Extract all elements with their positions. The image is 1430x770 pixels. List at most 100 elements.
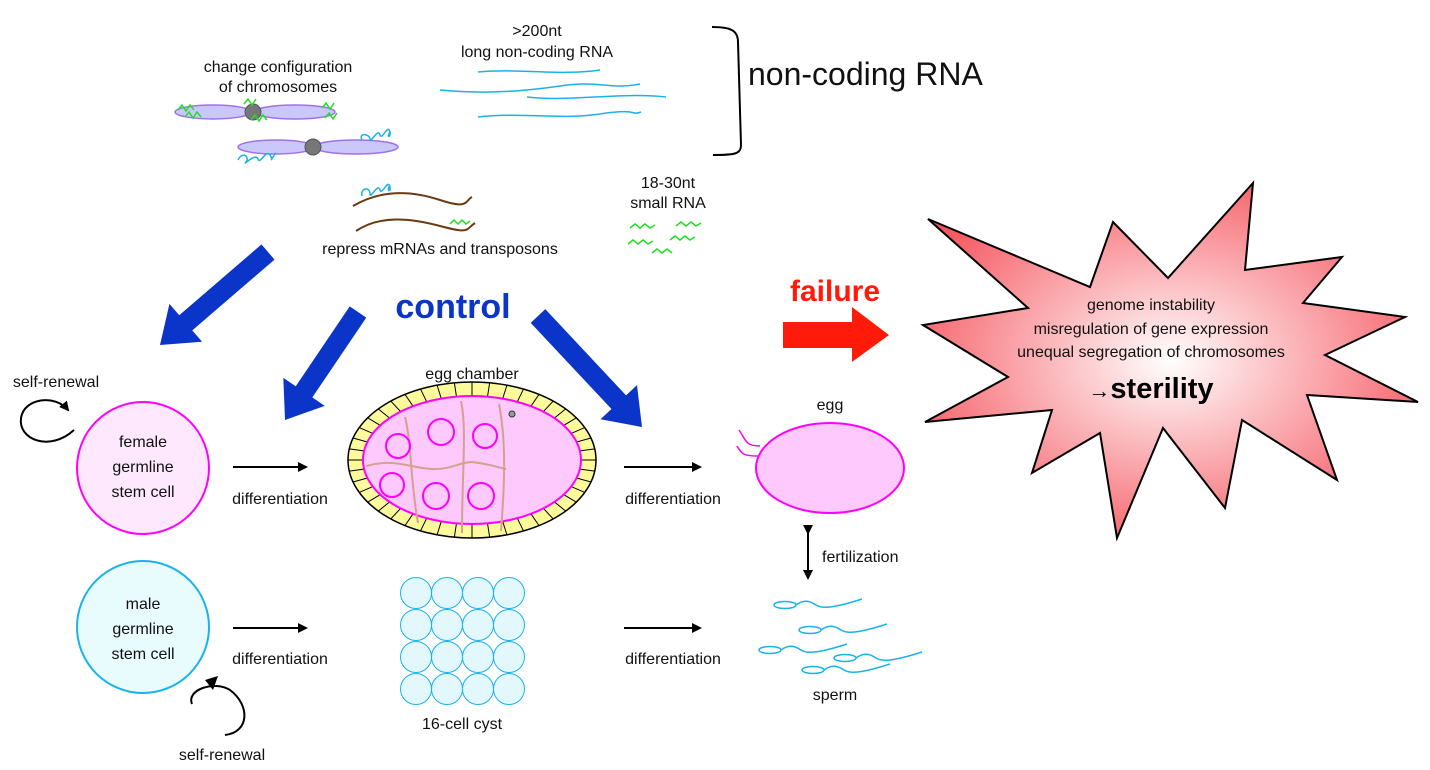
chromosome-config-label-1: change configuration <box>204 59 353 76</box>
self-renewal-arrow-female <box>19 399 75 443</box>
differentiation-label-2: differentiation <box>625 491 721 508</box>
follicle-cell-border <box>554 501 567 512</box>
self-renewal-label-female: self-renewal <box>13 374 99 391</box>
follicle-cell-border <box>349 468 365 472</box>
self-renewal-label-male: self-renewal <box>179 747 265 764</box>
egg-chamber-label: egg chamber <box>425 366 519 383</box>
follicle-cell-border <box>502 521 508 535</box>
sperm-head <box>758 645 782 655</box>
cyst-cell <box>431 673 463 705</box>
chromosome-1 <box>174 97 338 123</box>
sixteen-cell-cyst <box>400 577 525 705</box>
follicle-cell-border <box>516 517 524 532</box>
noncoding-rna-label: non-coding RNA <box>748 56 983 92</box>
cyst-cell <box>462 577 494 609</box>
male-gsc-label-1: male <box>126 596 161 613</box>
follicle-cell-border <box>404 394 414 407</box>
cyst-cell <box>462 641 494 673</box>
egg <box>755 422 905 514</box>
consequence-3: unequal segregation of chromosomes <box>1017 344 1285 361</box>
follicle-cell-border <box>420 388 428 403</box>
egg-label: egg <box>817 397 844 414</box>
follicle-cell-border <box>436 385 442 399</box>
bracket <box>711 26 743 156</box>
male-gsc-label-3: stem cell <box>111 646 174 663</box>
follicle-cell-border <box>359 486 374 493</box>
self-renewal-arrowhead-male <box>205 676 218 690</box>
sperm-head <box>833 653 857 663</box>
failure-label: failure <box>790 275 880 308</box>
follicle-cell-border <box>352 437 368 443</box>
follicle-cell-border <box>543 508 554 520</box>
cyst-cell <box>431 641 463 673</box>
cyst-cell <box>493 609 525 641</box>
follicle-cell-border <box>404 513 414 526</box>
cyst-cell <box>400 641 432 673</box>
failure-arrow <box>783 307 889 362</box>
egg-chamber <box>347 381 597 539</box>
female-gsc-label-1: female <box>119 434 167 451</box>
follicle-cell-border <box>563 494 577 503</box>
sperm-tail <box>780 643 848 653</box>
follicle-cell-border <box>543 400 554 412</box>
control-arrow <box>530 309 642 427</box>
chromosome-2 <box>237 128 399 164</box>
follicle-cell-border <box>554 408 567 419</box>
control-arrow <box>283 306 367 420</box>
cyst-cell <box>431 577 463 609</box>
cyst-cell <box>462 609 494 641</box>
follicle-cell-border <box>502 385 508 399</box>
follicle-cell-border <box>367 494 381 503</box>
control-arrows <box>160 244 642 427</box>
cyst-cell <box>462 673 494 705</box>
self-renewal-arrow-male <box>190 685 246 736</box>
follicle-cell-border <box>453 523 457 538</box>
follicle-cell-border <box>487 523 491 538</box>
sperm-label: sperm <box>813 687 857 704</box>
follicle-cell-border <box>377 408 390 419</box>
fertilization-label: fertilization <box>822 549 898 566</box>
differentiation-label-1: differentiation <box>232 491 328 508</box>
small-rna-size-label: 18-30nt <box>641 175 696 192</box>
lncrna-label: long non-coding RNA <box>461 44 613 61</box>
follicle-cell-border <box>453 382 457 397</box>
cyst-cell <box>400 577 432 609</box>
follicle-cell-border <box>367 417 381 426</box>
sperm-tail <box>823 663 891 673</box>
small-rna-label: small RNA <box>630 195 706 212</box>
sterility-line: →sterility <box>1088 373 1213 405</box>
follicle-cell-border <box>390 508 401 520</box>
follicle-cell-border <box>436 521 442 535</box>
sperm-head <box>773 600 797 610</box>
follicle-cell-border <box>563 417 577 426</box>
follicle-cell-border <box>579 468 595 472</box>
egg-appendages <box>736 429 761 457</box>
follicle-cell-border <box>420 517 428 532</box>
sperm-tail <box>795 598 863 608</box>
differentiation-label-4: differentiation <box>625 651 721 668</box>
follicle-cell-border <box>576 437 592 443</box>
male-gsc-label-2: germline <box>112 621 173 638</box>
sterility-label: sterility <box>1110 373 1213 405</box>
cyst-label: 16-cell cyst <box>422 716 503 733</box>
follicle-cell-border <box>349 448 365 452</box>
cyst-cell <box>493 577 525 609</box>
small-rna-strands <box>627 221 702 254</box>
follicle-cell-border <box>390 400 401 412</box>
female-gsc-label-2: germline <box>112 459 173 476</box>
chromosome-config-label-2: of chromosomes <box>219 79 337 96</box>
cyst-cell <box>493 673 525 705</box>
sperm-head <box>801 665 825 675</box>
consequence-1: genome instability <box>1087 297 1215 314</box>
follicle-cell-border <box>516 388 524 403</box>
differentiation-label-3: differentiation <box>232 651 328 668</box>
lncrna-size-label: >200nt <box>512 23 562 40</box>
cyst-cell <box>400 609 432 641</box>
follicle-cell-border <box>576 477 592 483</box>
sterility-burst <box>920 180 1419 542</box>
follicle-cell-border <box>530 394 540 407</box>
control-label: control <box>395 288 510 326</box>
follicle-cell-border <box>579 448 595 452</box>
control-arrow <box>160 244 275 345</box>
